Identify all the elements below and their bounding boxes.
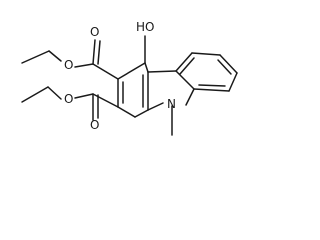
lower-ester (21, 86, 119, 121)
pyrrole-ring (147, 70, 195, 111)
upper-ether-oxygen-label: O (64, 58, 73, 72)
upper-ester (21, 39, 119, 80)
lower-carbonyl-oxygen-label: O (90, 118, 99, 132)
hydroxyl-label: HO (136, 20, 154, 34)
left-ring (117, 62, 149, 118)
nitrogen-label: N (167, 97, 176, 111)
right-ring (175, 52, 238, 92)
lower-ether-oxygen-label: O (64, 92, 73, 106)
upper-carbonyl-oxygen-label: O (90, 25, 99, 39)
molecule-structure: HO N O O O O (21, 20, 238, 136)
